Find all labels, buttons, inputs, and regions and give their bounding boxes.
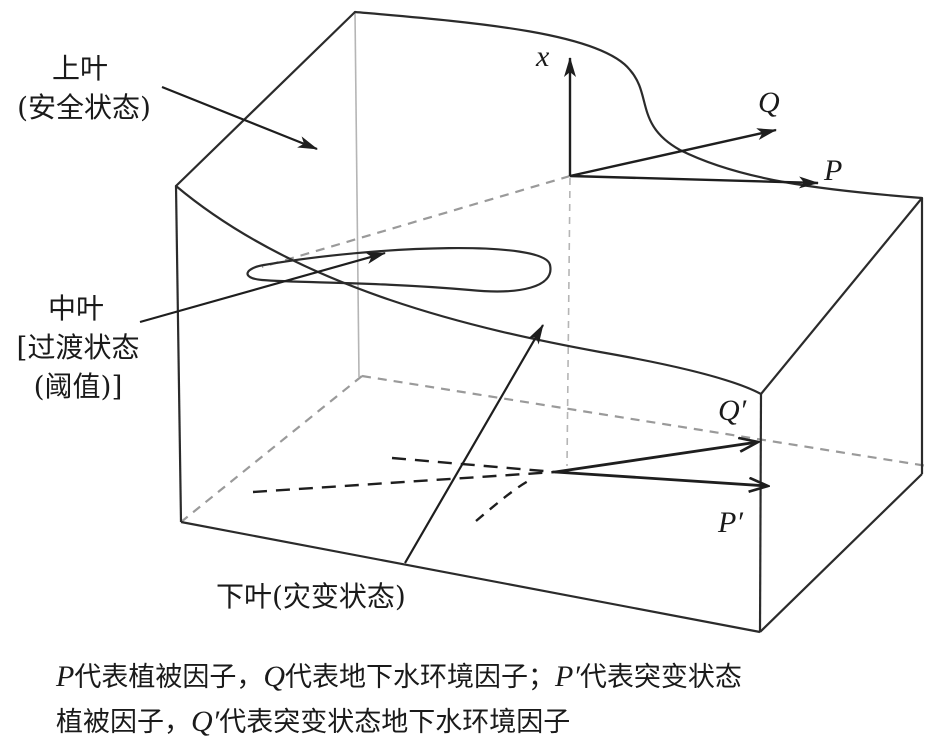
caption-text: 代表植被因子，: [74, 662, 264, 693]
middle-leaf-title: 中叶: [48, 292, 104, 325]
hidden-edge-top-back: [261, 174, 571, 269]
box-front-left-vertical: [174, 185, 183, 523]
box-right-bottom-edge: [759, 473, 923, 633]
surface-back-curve: [353, 10, 924, 200]
caption-symbol: Q′: [191, 705, 220, 738]
axes: [564, 57, 819, 189]
box-edges: [174, 11, 924, 634]
caption-symbol: P: [56, 660, 75, 693]
upper-leaf-state: (安全状态): [17, 91, 151, 124]
caption-text: 代表地下水环境因子；: [285, 662, 555, 693]
q-prime-dashed: [391, 456, 556, 474]
lower-leaf-label: 下叶(灾变状态): [216, 580, 406, 613]
bifurcation-curve-dashed: [475, 478, 531, 522]
upper-leaf-pointer: [161, 85, 318, 151]
pointer-arrows: [139, 85, 544, 564]
q-prime-label: Q′: [718, 394, 747, 427]
cusp-catastrophe-diagram: 上叶 (安全状态) 中叶 [过渡状态 (阈值)] 下叶(灾变状态) x Q P …: [17, 10, 928, 634]
q-axis-label: Q: [758, 86, 780, 119]
box-top-right-edge: [760, 197, 923, 395]
hidden-edge-bottom-right: [361, 374, 928, 468]
p-prime-dashed: [252, 470, 556, 494]
interior-verticals: [354, 11, 571, 467]
middle-leaf-state: [过渡状态: [17, 331, 140, 364]
box-front-bottom-edge: [180, 520, 761, 634]
control-plane: [252, 442, 768, 522]
box-top-left-edge: [175, 11, 356, 187]
caption-symbol: P′: [555, 660, 580, 693]
back-left-vertical: [354, 11, 360, 378]
q-axis-arrow: [569, 128, 777, 178]
middle-leaf-pointer: [139, 251, 386, 324]
p-prime-label: P′: [717, 506, 743, 539]
p-axis-label: P: [823, 154, 842, 187]
hidden-edge-bottom-left: [180, 375, 363, 523]
caption-text: 代表突变状态: [579, 662, 742, 693]
p-prime-arrow: [554, 470, 768, 486]
box-front-right-vertical: [758, 393, 763, 633]
caption-text: 代表突变状态地下水环境因子: [219, 707, 571, 738]
upper-leaf-title: 上叶: [52, 52, 108, 85]
center-vertical-dashed: [566, 177, 571, 467]
caption-symbol: Q: [263, 660, 285, 693]
p-axis-arrow: [569, 174, 819, 189]
caption-line-1: P代表植被因子，Q代表地下水环境因子；P′代表突变状态: [56, 662, 742, 692]
fold-upper-sheet: [262, 247, 552, 267]
caption-line-2: 植被因子，Q′代表突变状态地下水环境因子: [56, 707, 570, 737]
lower-leaf-pointer: [404, 324, 544, 564]
caption-text: 植被因子，: [56, 707, 191, 738]
middle-leaf-threshold: (阈值)]: [34, 370, 123, 403]
hidden-edges: [180, 174, 928, 523]
fold-lower-sheet: [246, 263, 552, 293]
x-axis-label: x: [535, 40, 550, 73]
q-prime-arrow: [554, 442, 758, 474]
